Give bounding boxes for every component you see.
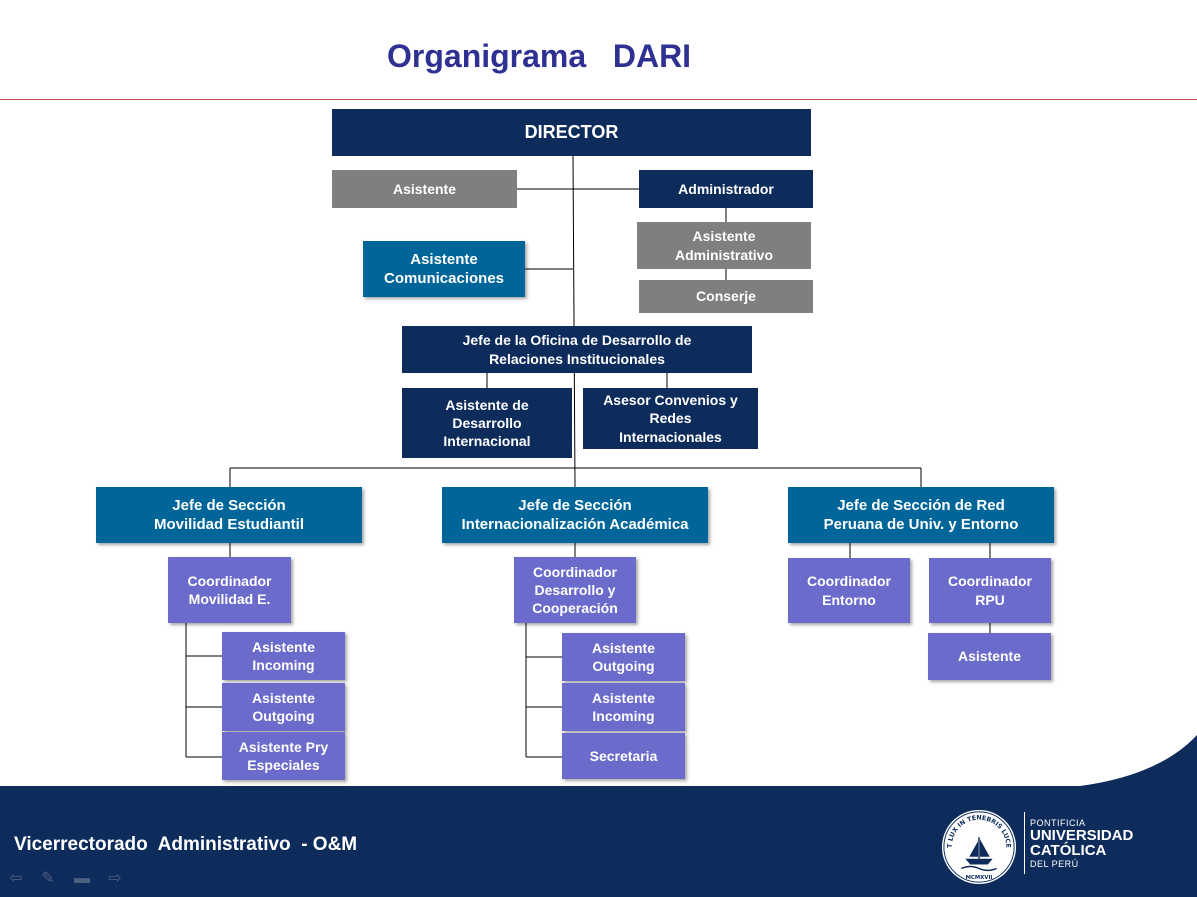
- university-seal-logo: ET LUX IN TENEBRIS LUCET MCMXVII: [940, 808, 1017, 885]
- footer-text: Vicerrectorado Administrativo - O&M: [14, 834, 358, 855]
- forward-arrow-icon[interactable]: ⇨: [108, 870, 122, 887]
- node-asistente-administrativo: Asistente Administrativo: [637, 222, 811, 269]
- node-asistente-comunicaciones: Asistente Comunicaciones: [363, 241, 525, 297]
- node-jefe-movilidad: Jefe de Sección Movilidad Estudiantil: [96, 487, 362, 543]
- back-arrow-icon[interactable]: ⇦: [9, 870, 23, 887]
- node-int-outgoing: Asistente Outgoing: [562, 633, 685, 681]
- node-coord-desarrollo: Coordinador Desarrollo y Cooperación: [514, 557, 636, 623]
- node-coord-movilidad: Coordinador Movilidad E.: [168, 557, 291, 623]
- menu-icon[interactable]: ▬: [74, 870, 90, 887]
- node-jefe-red: Jefe de Sección de Red Peruana de Univ. …: [788, 487, 1054, 543]
- svg-text:MCMXVII: MCMXVII: [966, 875, 993, 881]
- node-coord-rpu: Coordinador RPU: [929, 558, 1051, 623]
- node-rpu-asistente: Asistente: [928, 633, 1051, 680]
- node-administrador: Administrador: [639, 170, 813, 208]
- node-asistente-director: Asistente: [332, 170, 517, 208]
- node-jefe-internacionalizacion: Jefe de Sección Internacionalización Aca…: [442, 487, 708, 543]
- trunk-line: [572, 155, 576, 488]
- node-mov-incoming: Asistente Incoming: [222, 632, 345, 680]
- node-mov-outgoing: Asistente Outgoing: [222, 683, 345, 731]
- node-conserje: Conserje: [639, 280, 813, 313]
- node-mov-pry-especiales: Asistente Pry Especiales: [222, 732, 345, 780]
- node-jefe-oficina: Jefe de la Oficina de Desarrollo de Rela…: [402, 326, 752, 373]
- logo-line-1: PONTIFICIA: [1030, 818, 1086, 828]
- node-int-incoming: Asistente Incoming: [562, 683, 685, 731]
- node-director: DIRECTOR: [332, 109, 811, 156]
- logo-line-2: UNIVERSIDAD: [1030, 827, 1134, 844]
- logo-line-3: CATÓLICA: [1030, 842, 1107, 859]
- node-asesor-convenios: Asesor Convenios y Redes Internacionales: [583, 388, 758, 449]
- node-int-secretaria: Secretaria: [562, 733, 685, 779]
- page-title: Organigrama DARI: [387, 38, 692, 74]
- pen-icon[interactable]: ✎: [41, 870, 55, 887]
- logo-divider: [1024, 812, 1025, 874]
- title-divider: [0, 99, 1197, 100]
- node-coord-entorno: Coordinador Entorno: [788, 558, 910, 623]
- logo-line-4: DEL PERÚ: [1030, 859, 1079, 869]
- node-asistente-desarrollo-internacional: Asistente de Desarrollo Internacional: [402, 388, 572, 458]
